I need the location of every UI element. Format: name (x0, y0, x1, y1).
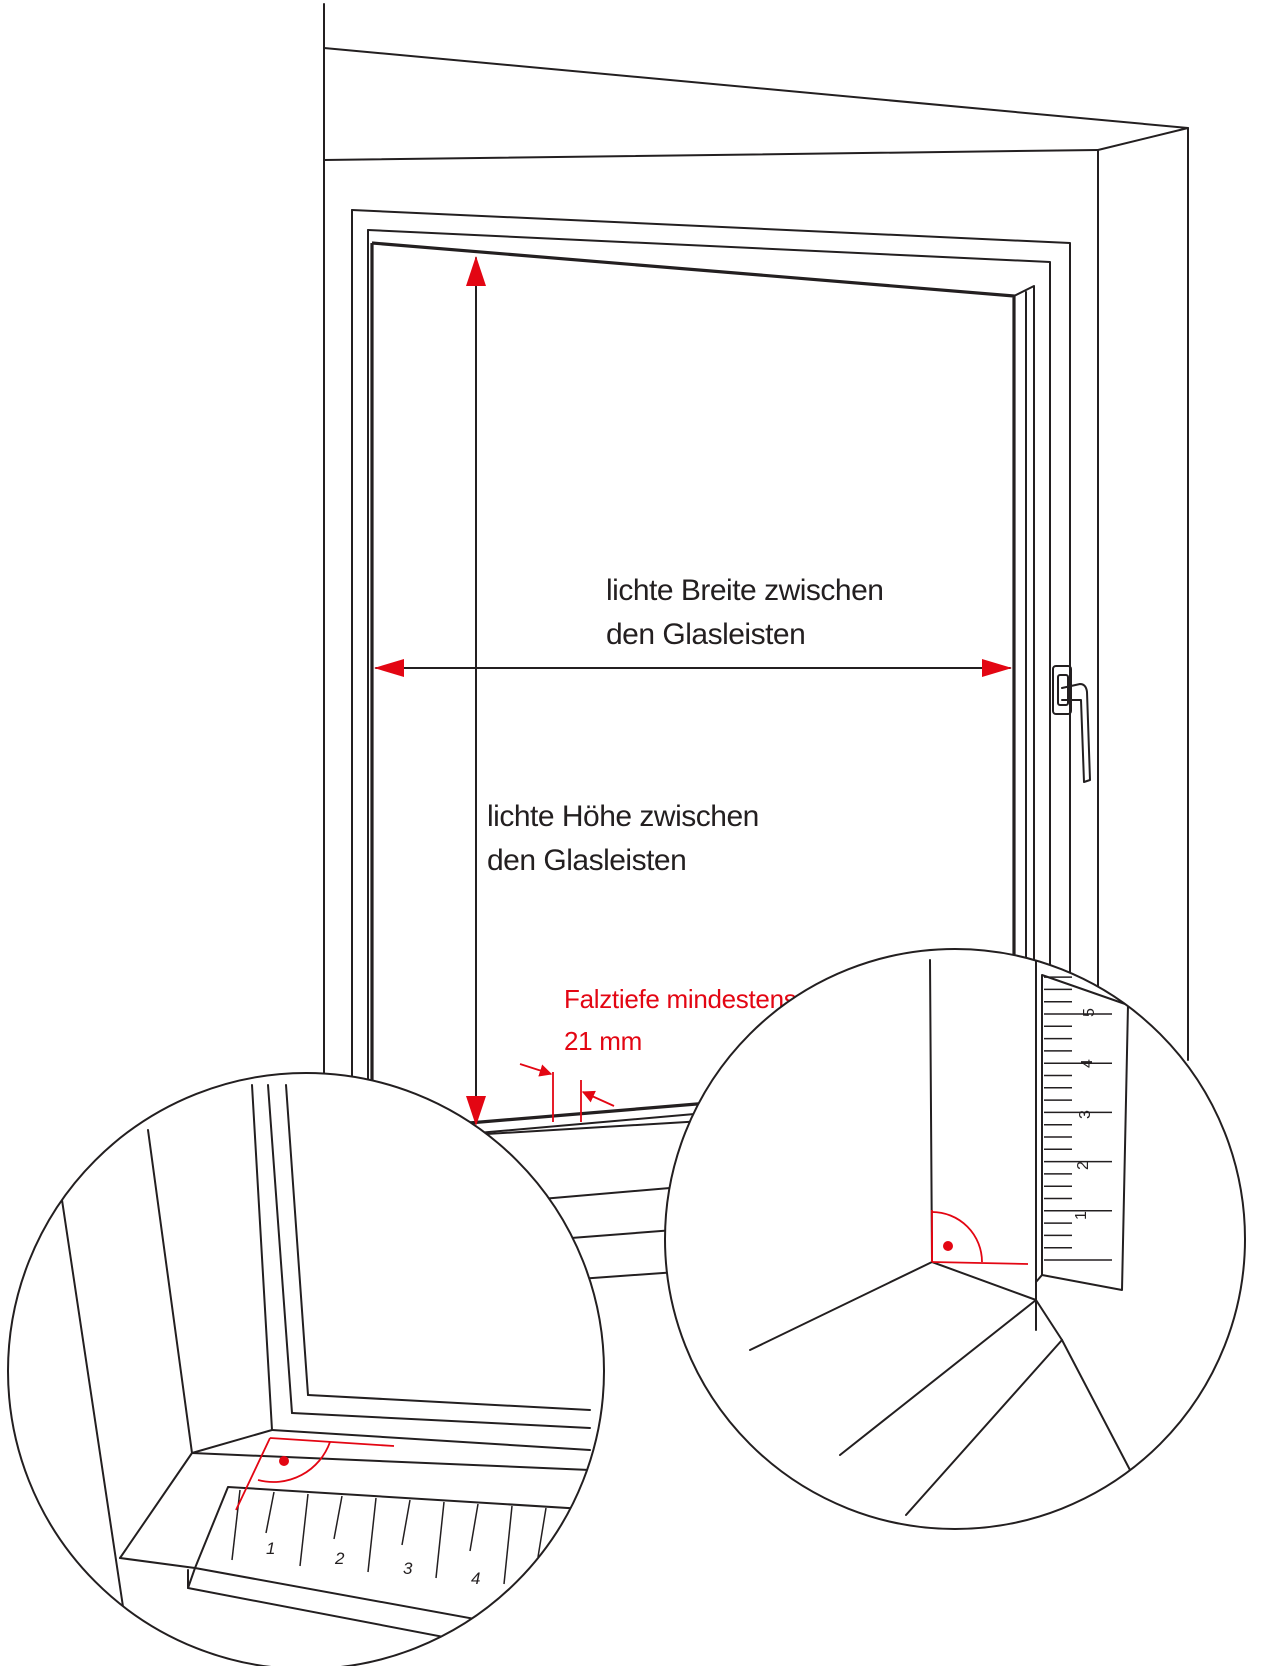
rebate-label-line2: 21 mm (564, 1026, 642, 1056)
ruler-left-number: 2 (334, 1549, 345, 1568)
detail-circle-left: 1 2 3 4 (7, 1072, 614, 1666)
width-label-line2: den Glasleisten (606, 618, 805, 651)
right-angle-icon (931, 1210, 1029, 1265)
detail-circle-right: 1 2 3 4 5 6 (664, 948, 1246, 1530)
rebate-depth-indicator: Falztiefe mindestens 21 mm (519, 984, 797, 1122)
window-frame (323, 3, 1189, 1136)
ruler-left-number: 3 (403, 1559, 413, 1578)
ruler-left-number: 1 (266, 1539, 275, 1558)
ruler-right-number: 1 (1073, 1211, 1090, 1220)
ruler-tick (299, 1493, 309, 1567)
right-angle-icon (235, 1437, 395, 1511)
ruler-right-number: 3 (1077, 1110, 1094, 1119)
ruler-right-number: 2 (1075, 1161, 1092, 1170)
ruler-tick (401, 1499, 411, 1546)
ruler-right-number: 5 (1081, 1008, 1098, 1017)
ruler-tick (265, 1491, 275, 1534)
height-label-line1: lichte Höhe zwischen (487, 800, 759, 833)
ruler-tick (537, 1507, 547, 1558)
ruler-tick (606, 1512, 614, 1563)
ruler-tick (435, 1501, 445, 1579)
width-label-line1: lichte Breite zwischen (606, 574, 883, 607)
ruler-right-number: 4 (1079, 1059, 1096, 1068)
ruler-left-ticks (231, 1489, 614, 1591)
ruler-left-number: 4 (471, 1569, 480, 1588)
ruler-tick (503, 1505, 513, 1585)
ruler-tick (231, 1489, 241, 1561)
width-dimension (374, 659, 1012, 677)
height-label-line2: den Glasleisten (487, 844, 686, 877)
rebate-label-line1: Falztiefe mindestens (564, 984, 797, 1014)
ruler-tick (469, 1503, 479, 1552)
ruler-tick (367, 1497, 377, 1573)
ruler-tick (333, 1495, 343, 1540)
ruler-right-ticks (1044, 976, 1112, 1261)
ruler-tick (571, 1509, 581, 1591)
window-handle-icon (1052, 665, 1091, 783)
height-dimension (466, 256, 486, 1126)
